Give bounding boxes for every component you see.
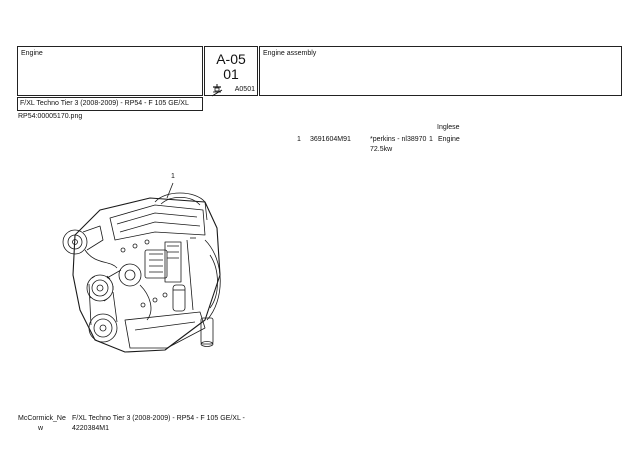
footer-brand: McCormick_Ne: [18, 415, 66, 422]
assembly-title-box: Engine assembly: [259, 46, 622, 96]
group-title: Engine: [21, 50, 43, 57]
model-name: F/XL Techno Tier 3 (2008-2009) - RP54 - …: [20, 100, 189, 107]
reference-code-box: A-05 01 A0501: [204, 46, 258, 97]
part-position: 1: [297, 136, 301, 143]
image-filename: RP54:00005170.png: [18, 113, 83, 120]
plate-symbol-icon: [211, 84, 223, 97]
footer-model-line2: 4220384M1: [72, 425, 109, 432]
footer-model: F/XL Techno Tier 3 (2008-2009) - RP54 - …: [72, 415, 245, 422]
ref-code-line1: A-05: [216, 51, 246, 67]
callout-number: 1: [171, 173, 175, 180]
engine-illustration: [62, 182, 221, 353]
part-name: Engine: [438, 136, 460, 143]
part-quantity: 1: [429, 136, 433, 143]
part-number: 3691604M91: [310, 136, 351, 143]
part-description-line2: 72.5kw: [370, 146, 393, 153]
plate-code: A0501: [234, 86, 255, 93]
group-title-box: Engine: [17, 46, 203, 96]
footer-brand-line2: w: [38, 425, 44, 432]
assembly-title: Engine assembly: [263, 50, 317, 57]
ref-code-line2: 01: [223, 66, 239, 82]
language-header: Inglese: [437, 124, 460, 131]
model-bar: F/XL Techno Tier 3 (2008-2009) - RP54 - …: [17, 97, 203, 111]
part-description: *perkins - nl38970: [370, 136, 427, 143]
